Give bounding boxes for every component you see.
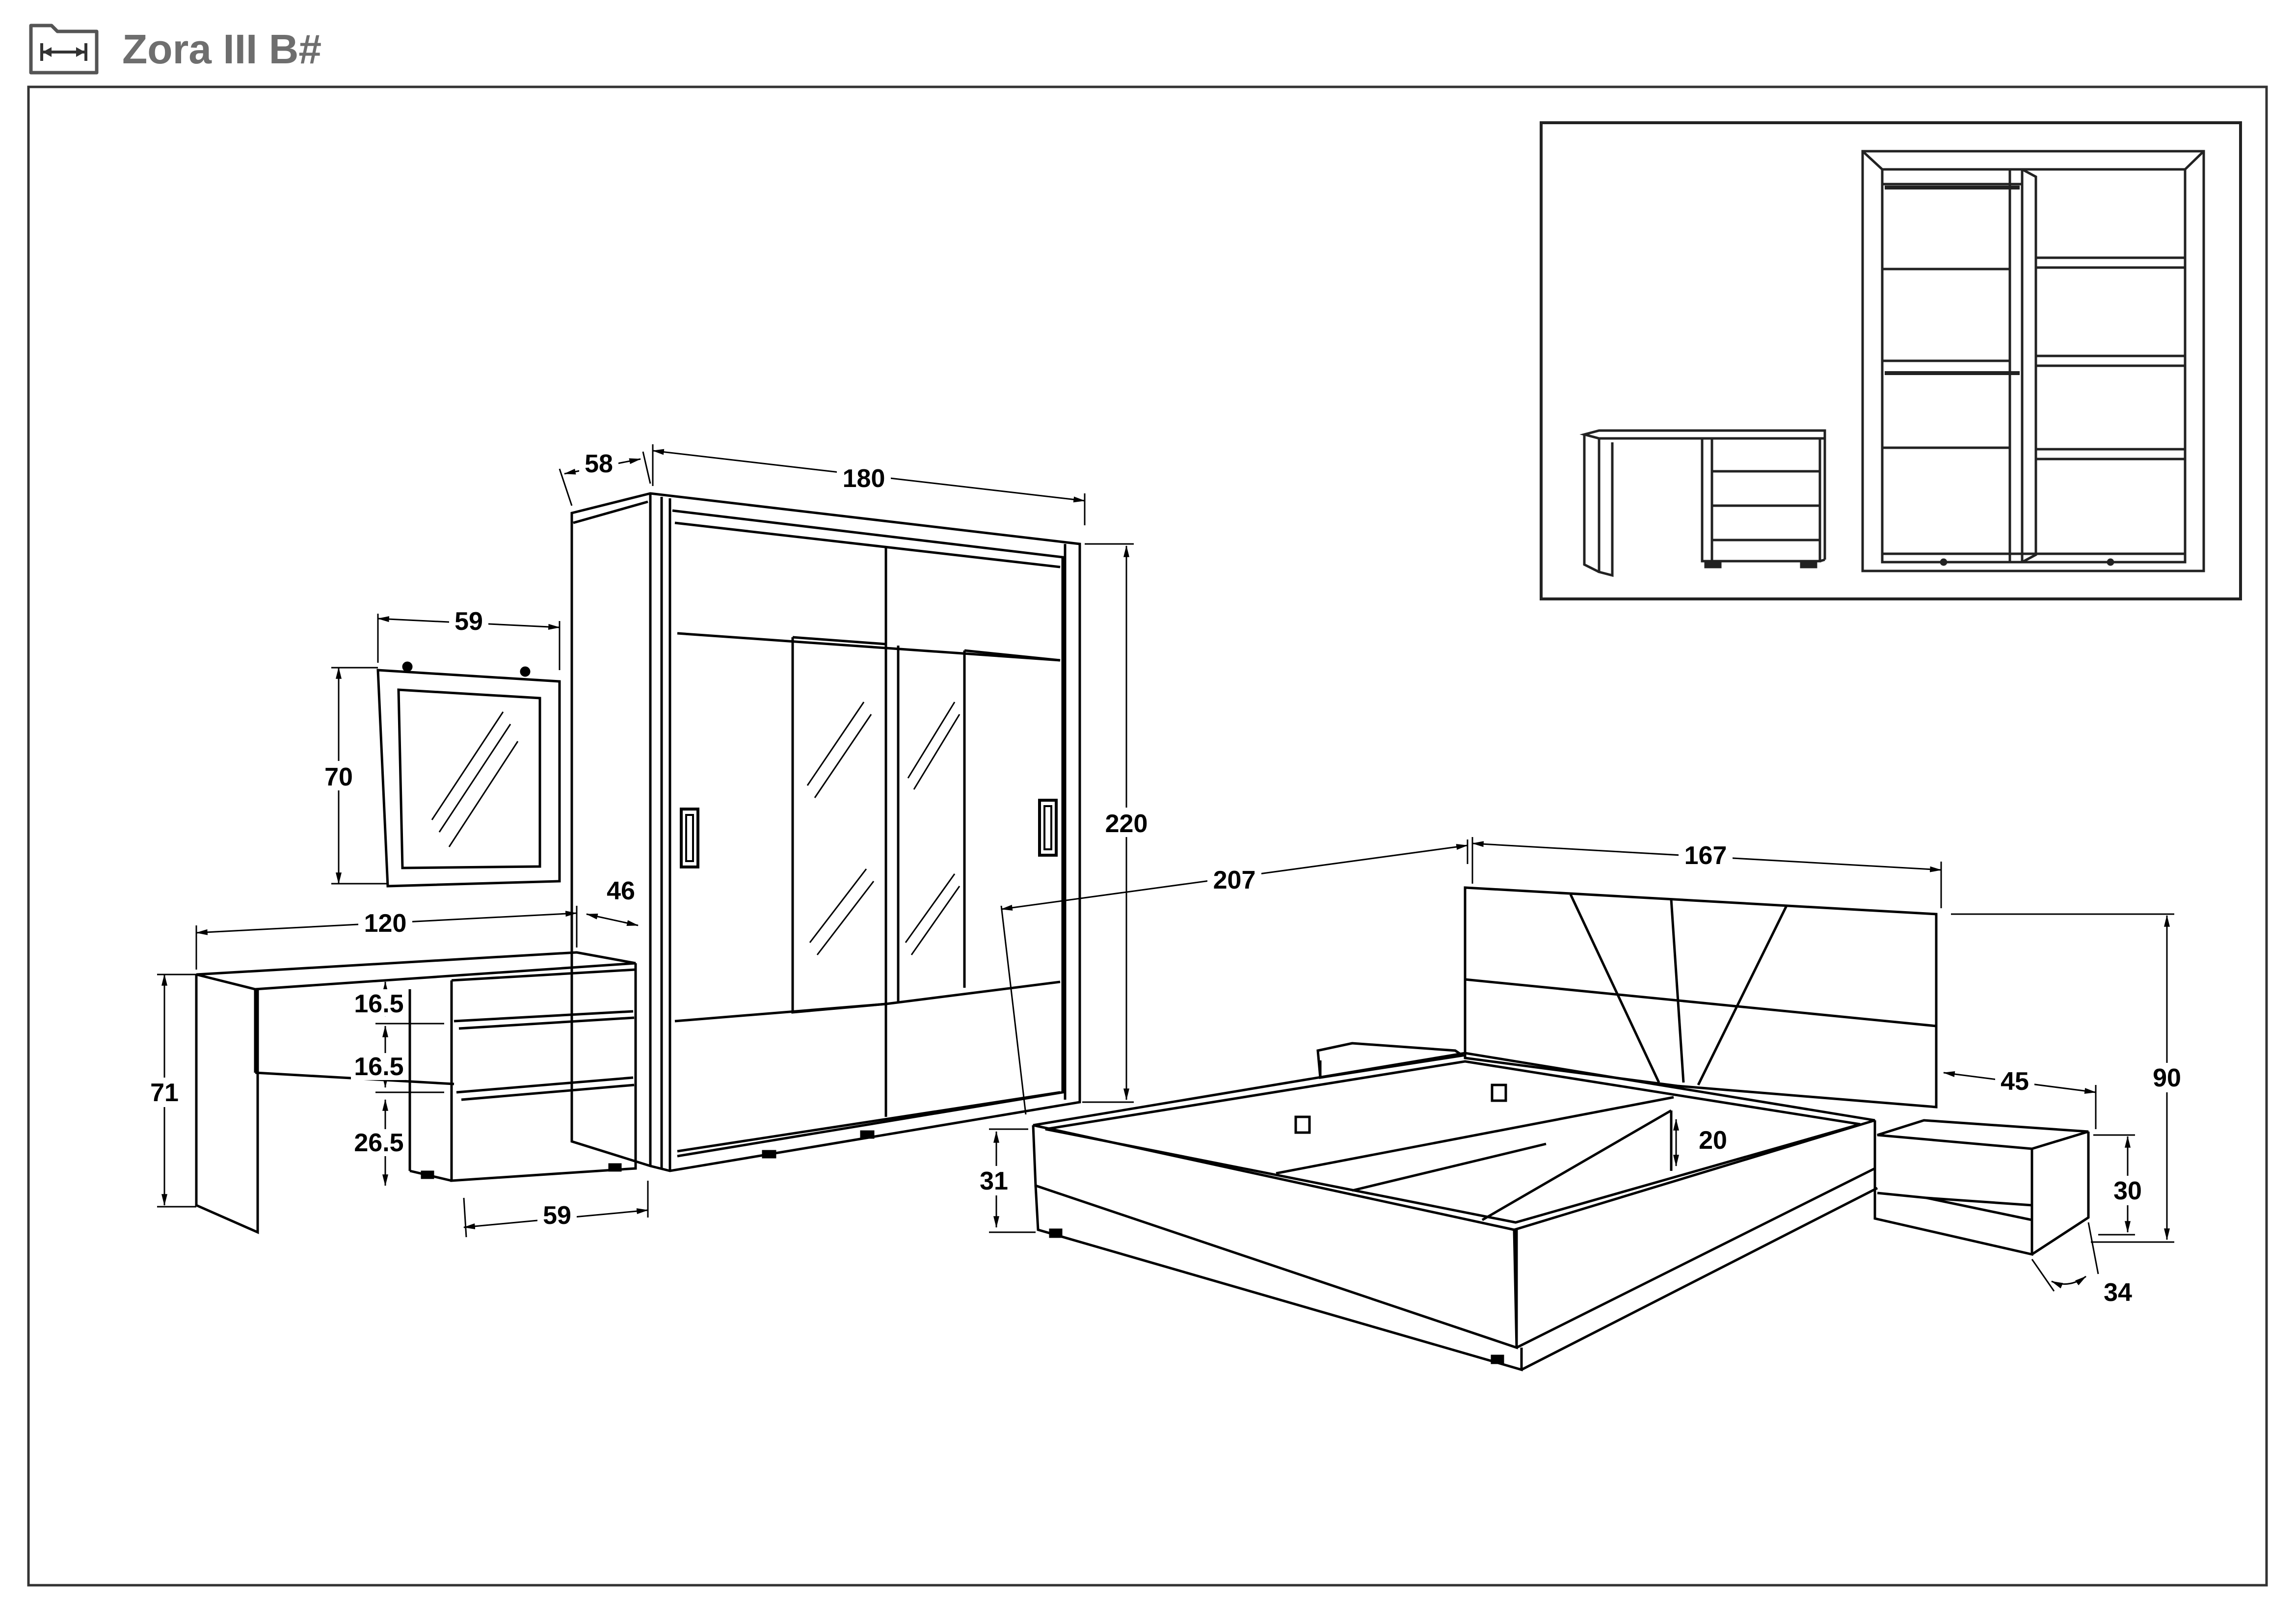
drawer-2-height-label: 16.5: [354, 1053, 403, 1081]
bed: [1032, 886, 2090, 1372]
wardrobe-height-label: 220: [1105, 810, 1148, 838]
page-title: Zora III B#: [122, 26, 322, 72]
interior-inset: [1540, 121, 2242, 600]
bed-base-height-label: 31: [980, 1167, 1008, 1195]
desk-depth-label: 46: [607, 877, 635, 905]
drawer-3-height-label: 26.5: [354, 1129, 403, 1157]
mirror-width-label: 59: [454, 607, 483, 636]
wardrobe-depth-label: 58: [585, 450, 613, 478]
bed-frame-height-label: 20: [1699, 1126, 1727, 1155]
nightstand-height-label: 30: [2113, 1177, 2142, 1205]
bed-length-label: 207: [1213, 866, 1256, 894]
inset-wardrobe-interior: [1861, 150, 2205, 572]
mirror-height-label: 70: [324, 763, 353, 791]
nightstand-depth-label: 34: [2104, 1278, 2132, 1307]
drawer-1-height-label: 16.5: [354, 990, 403, 1018]
nightstand-width-label: 45: [2001, 1067, 2029, 1096]
title-block: Zora III B#: [27, 17, 321, 81]
desk-width-label: 120: [364, 909, 407, 938]
bed-width-label: 167: [1684, 841, 1727, 870]
desk-height-label: 71: [150, 1079, 179, 1107]
width-dimension-icon: [29, 24, 99, 75]
headboard-height-label: 90: [2153, 1064, 2181, 1092]
dimension-labels: 58 180 220 59 70 120 46 71 16.5 16.5 26.…: [145, 448, 2187, 1307]
inset-desk-interior: [1579, 429, 1826, 577]
drawing-frame: [27, 85, 2268, 1587]
desk-cabinet-width-label: 59: [543, 1201, 571, 1230]
mirror: [376, 661, 561, 888]
wardrobe: [570, 492, 1081, 1172]
wardrobe-width-label: 180: [843, 464, 885, 493]
